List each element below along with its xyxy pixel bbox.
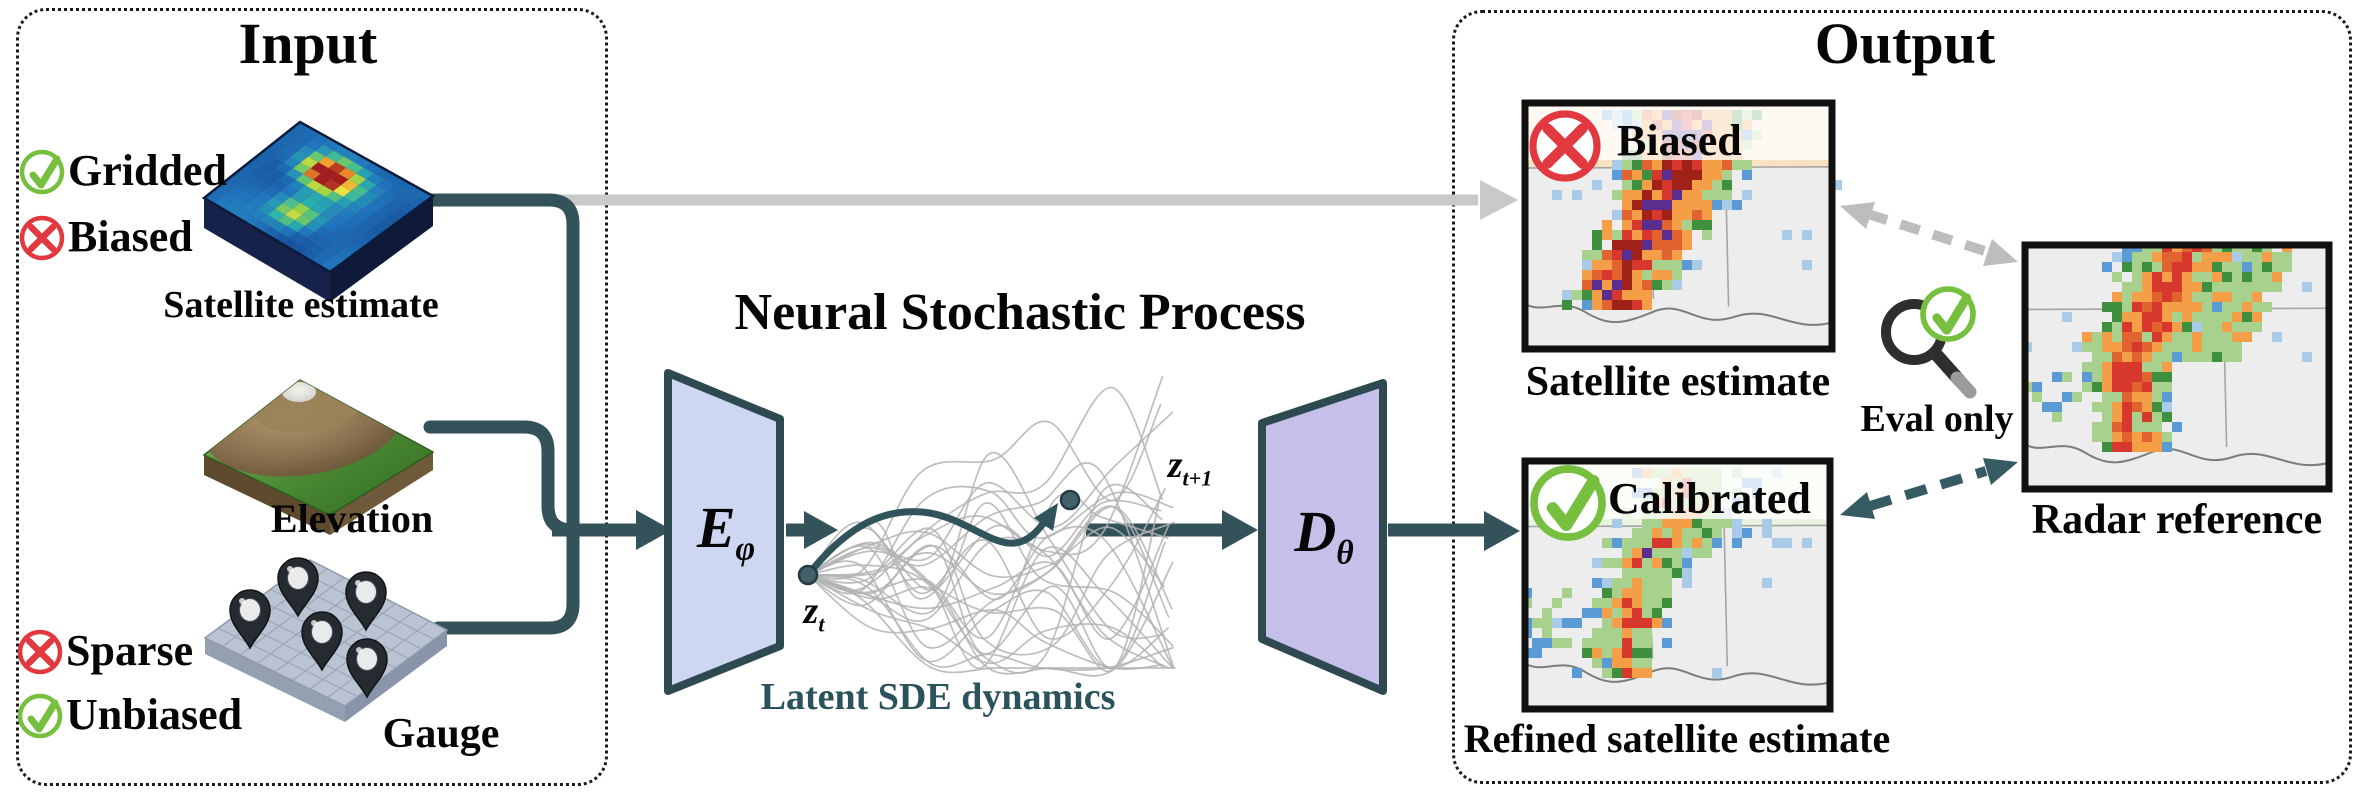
map-calibrated-check-icon — [1534, 469, 1602, 537]
latent-trajectories — [807, 375, 1176, 677]
biased-radar-dashed-arrow — [1840, 202, 2018, 266]
refined-radar-dashed-arrow — [1840, 458, 2018, 519]
encoder-shape — [664, 369, 784, 695]
encoder-label: Eφ — [696, 495, 756, 568]
eval-check-icon — [1923, 289, 1973, 339]
badge-unbiased-label: Unbiased — [66, 690, 243, 739]
process-title: Neural Stochastic Process — [734, 284, 1306, 341]
decoder-label: Dθ — [1294, 499, 1354, 572]
calibrated-badge-label: Calibrated — [1608, 474, 1811, 523]
gauge-caption: Gauge — [382, 711, 500, 757]
output-satellite-caption: Satellite estimate — [1525, 359, 1831, 405]
refined-satellite-caption: Refined satellite estimate — [1463, 716, 1891, 761]
biased-badge-label: Biased — [1617, 116, 1742, 165]
unbiased-check-icon — [20, 696, 60, 736]
eval-only-caption: Eval only — [1860, 398, 2014, 440]
decoder-input-arrow — [1086, 510, 1258, 550]
map-biased-cross-icon — [1533, 114, 1597, 178]
decoder-output-arrow — [1388, 511, 1520, 551]
input-panel-title: Input — [238, 11, 378, 76]
encoder-output-arrow — [786, 511, 838, 549]
sparse-cross-icon — [20, 632, 60, 672]
badge-biased-label: Biased — [68, 212, 193, 261]
input-merge-arrow — [552, 510, 672, 550]
zt1-label: zt+1 — [1167, 444, 1213, 491]
elevation-caption: Elevation — [270, 496, 434, 541]
zt-point — [797, 564, 819, 586]
gridded-check-icon — [22, 152, 62, 192]
sde-caption: Latent SDE dynamics — [760, 676, 1116, 718]
zt1-point — [1059, 489, 1081, 511]
output-panel-title: Output — [1814, 11, 1996, 76]
radar-map — [2021, 241, 2333, 493]
decoder-shape — [1258, 379, 1387, 695]
satellite-estimate-image — [201, 120, 436, 302]
sde-sample-path — [804, 503, 1058, 579]
satellite-estimate-caption: Satellite estimate — [163, 284, 439, 326]
radar-reference-caption: Radar reference — [2031, 497, 2323, 543]
biased-cross-icon — [22, 218, 62, 258]
input-merge-bracket — [418, 193, 587, 635]
zt-label: zt — [803, 590, 825, 637]
location-pin-icons — [229, 557, 388, 699]
bypass-arrow — [428, 180, 1518, 220]
badge-sparse-label: Sparse — [66, 626, 194, 675]
badge-gridded-label: Gridded — [68, 146, 227, 195]
gauge-image — [203, 557, 449, 722]
